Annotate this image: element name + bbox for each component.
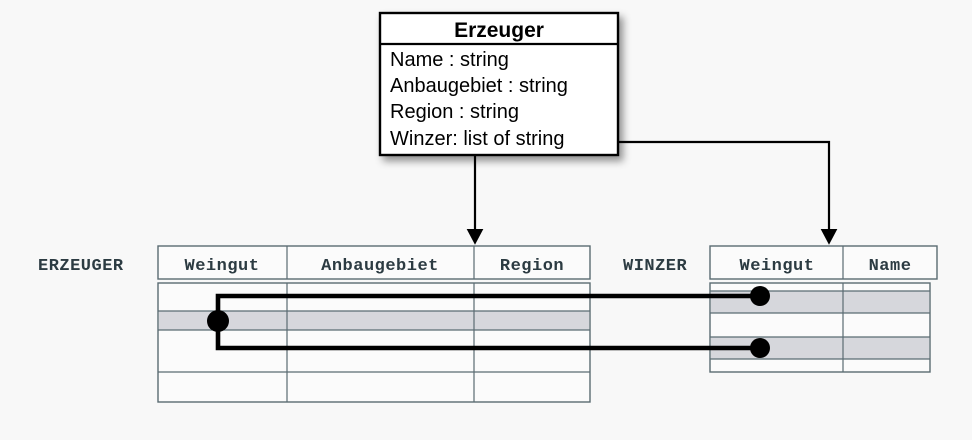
table-label-winzer: WINZER <box>623 257 688 276</box>
relation-dot-winzer-row1 <box>750 286 770 306</box>
erzeuger-column-weingut: Weingut <box>185 257 260 276</box>
erzeuger-table-body <box>157 282 591 403</box>
relation-dot-winzer-row3 <box>750 338 770 358</box>
erzeuger-header-row: Weingut Anbaugebiet Region <box>157 245 591 280</box>
uml-attribute-name: Name : string <box>390 49 509 71</box>
erzeuger-column-region: Region <box>500 257 564 276</box>
winzer-header-row: Weingut Name <box>709 245 938 280</box>
erzeuger-row-highlight <box>159 311 589 330</box>
relation-fork-connector <box>207 286 770 358</box>
uml-class-box <box>378 11 620 157</box>
relation-dot-erzeuger <box>207 310 229 332</box>
winzer-column-name: Name <box>869 257 912 276</box>
arrow-winzer-attribute-to-winzer-table <box>608 140 838 245</box>
uml-class-title: Erzeuger <box>454 19 544 42</box>
winzer-column-weingut: Weingut <box>740 257 815 276</box>
erzeuger-column-anbaugebiet: Anbaugebiet <box>321 257 439 276</box>
uml-attribute-winzer: Winzer: list of string <box>390 128 564 150</box>
table-label-erzeuger: ERZEUGER <box>38 257 124 276</box>
uml-attribute-region: Region : string <box>390 101 519 123</box>
uml-attribute-anbaugebiet: Anbaugebiet : string <box>390 75 568 97</box>
